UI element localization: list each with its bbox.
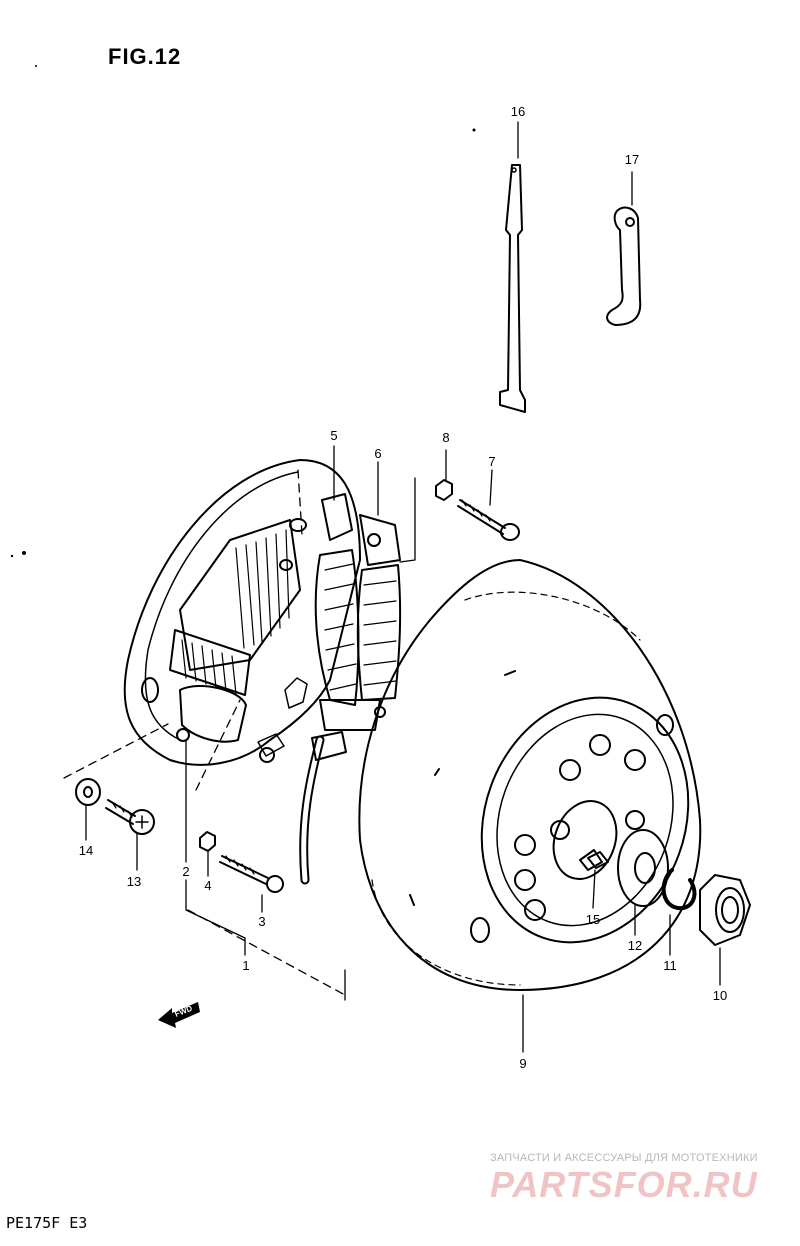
callout-14: 14	[79, 843, 93, 858]
callout-17: 17	[625, 152, 639, 167]
washer-14	[75, 778, 101, 806]
callout-7: 7	[488, 454, 495, 469]
callout-10: 10	[713, 988, 727, 1003]
figure-title: FIG.12	[108, 44, 182, 69]
callout-12: 12	[628, 938, 642, 953]
callout-8: 8	[442, 430, 449, 445]
bracket-17	[606, 206, 642, 326]
callout-1: 1	[242, 958, 249, 973]
watermark-logo: PARTSFOR.RU	[490, 1164, 758, 1205]
stator-base-plate	[123, 459, 361, 766]
wire-harness	[299, 731, 347, 885]
screw-7	[457, 499, 520, 541]
screw-3	[219, 855, 284, 893]
woodruff-key	[587, 851, 609, 869]
callout-5: 5	[330, 428, 337, 443]
callout-labels: 1 2 3 4 5 6 7 8 9 10 11 12 13 14 15 16 1…	[79, 104, 727, 1071]
nut-4	[199, 831, 216, 852]
callout-4: 4	[204, 878, 211, 893]
callout-15: 15	[586, 912, 600, 927]
scan-specks	[10, 65, 476, 558]
screw-13	[105, 799, 155, 835]
leader-lines	[63, 121, 721, 1053]
callout-11: 11	[663, 958, 677, 973]
callout-6: 6	[374, 446, 381, 461]
nut-10	[699, 874, 751, 946]
watermark-tagline: ЗАПЧАСТИ И АКСЕССУАРЫ ДЛЯ МОТОТЕХНИКИ	[490, 1152, 758, 1164]
spring-washer-11	[661, 868, 697, 911]
callout-2: 2	[182, 864, 189, 879]
fwd-arrow: FWD	[158, 1002, 200, 1028]
model-code: PE175F E3	[6, 1214, 88, 1232]
flywheel-rotor	[358, 559, 702, 991]
lighting-coil	[169, 519, 301, 696]
tool-16	[499, 164, 526, 413]
callout-3: 3	[258, 914, 265, 929]
callout-16: 16	[511, 104, 525, 119]
callout-9: 9	[519, 1056, 526, 1071]
callout-13: 13	[127, 874, 141, 889]
washer-12	[617, 829, 669, 907]
nut-8	[435, 479, 453, 501]
ignition-coils	[314, 493, 402, 731]
